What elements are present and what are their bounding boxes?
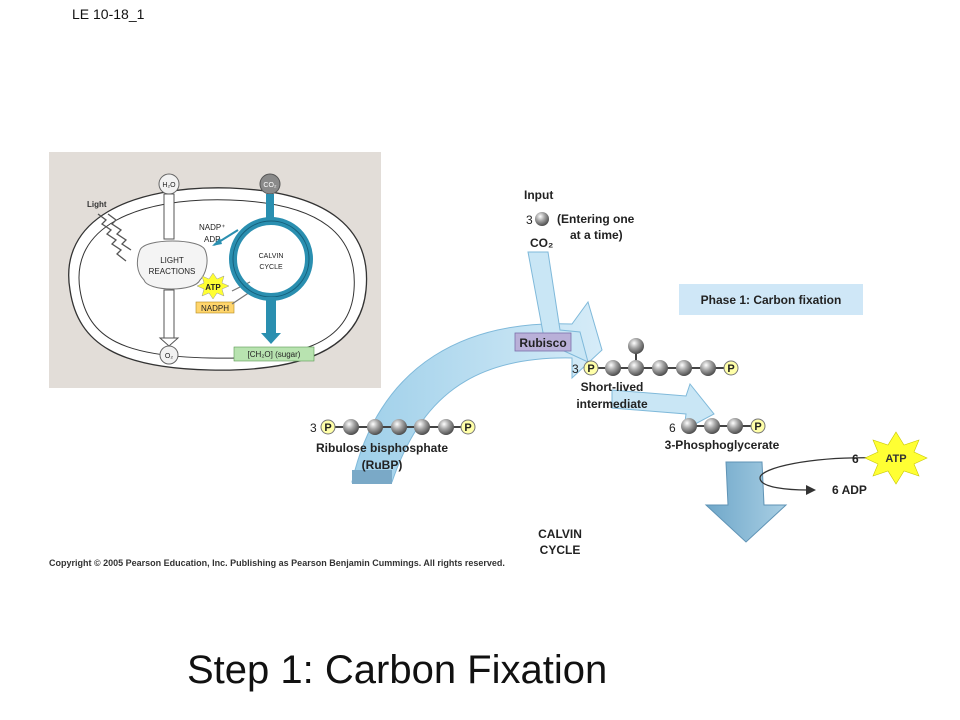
rubp-molecule: P P bbox=[320, 419, 476, 435]
phase-box bbox=[679, 284, 863, 315]
co2-count: 3 bbox=[526, 213, 533, 227]
entering-label-1: (Entering one bbox=[557, 212, 635, 226]
overview-calvin-label-2: CYCLE bbox=[259, 264, 283, 271]
cycle-arrow bbox=[351, 300, 603, 483]
pga-count: 6 bbox=[669, 421, 676, 435]
light-label: Light bbox=[87, 200, 107, 209]
nadp-label: NADP⁺ bbox=[199, 223, 225, 232]
rubp-count: 3 bbox=[310, 421, 317, 435]
slide-id: LE 10-18_1 bbox=[72, 6, 145, 22]
rubisco-box bbox=[514, 332, 572, 352]
light-reactions-label-1: LIGHT bbox=[160, 256, 184, 265]
sugar-label: [CH₂O] (sugar) bbox=[248, 350, 301, 359]
rubp-label-1: Ribulose bisphosphate bbox=[316, 441, 448, 455]
overview-co2-label: CO₂ bbox=[263, 182, 277, 189]
h2o-label: H₂O bbox=[162, 182, 176, 189]
input-label: Input bbox=[524, 188, 553, 202]
intermediate-label-1: Short-lived bbox=[581, 380, 644, 394]
light-reactions-label-2: REACTIONS bbox=[149, 267, 196, 276]
overview-atp-burst bbox=[196, 272, 230, 300]
intermediate-molecule: P P bbox=[583, 338, 739, 376]
entering-label-2: at a time) bbox=[570, 228, 623, 242]
atp-burst bbox=[864, 431, 928, 485]
phosphate-label: P bbox=[587, 363, 594, 375]
phosphate-label: P bbox=[464, 422, 471, 434]
light-reactions-blob bbox=[136, 240, 208, 290]
adp-label: 6 ADP bbox=[832, 483, 867, 497]
sugar-box bbox=[233, 346, 315, 362]
rubp-label-2: (RuBP) bbox=[362, 458, 403, 472]
nadph-box bbox=[195, 301, 235, 314]
atp-label: ATP bbox=[885, 453, 906, 465]
nadph-label: NADPH bbox=[201, 304, 229, 313]
pga-label: 3-Phosphoglycerate bbox=[665, 438, 780, 452]
overview-atp-label: ATP bbox=[205, 283, 221, 292]
reduction-arrow bbox=[704, 461, 788, 543]
intermediate-label-2: intermediate bbox=[576, 397, 648, 411]
atp-to-adp-arrow bbox=[759, 457, 881, 491]
phosphate-label: P bbox=[324, 422, 331, 434]
atp-count: 6 bbox=[852, 452, 859, 466]
copyright-notice: Copyright © 2005 Pearson Education, Inc.… bbox=[49, 558, 505, 568]
co2-molecule bbox=[535, 212, 549, 226]
input-co2-label: CO₂ bbox=[530, 236, 553, 250]
calvin-label-1: CALVIN bbox=[538, 527, 582, 541]
o2-bubble bbox=[159, 345, 179, 365]
rubisco-label: Rubisco bbox=[519, 336, 566, 350]
intermediate-count: 3 bbox=[572, 362, 579, 376]
cycle-arrow-tail bbox=[352, 470, 392, 484]
light-zigzag bbox=[97, 213, 127, 262]
adp-label: ADP bbox=[204, 235, 220, 244]
pga-molecule: P bbox=[681, 418, 766, 434]
overview-inset: Light H₂O O₂ LIGHT REACTIONS NADP⁺ ADP A… bbox=[49, 152, 381, 388]
slide-title: Step 1: Carbon Fixation bbox=[187, 648, 608, 692]
h2o-arrow bbox=[163, 193, 175, 240]
calvin-label-2: CYCLE bbox=[540, 543, 581, 557]
phosphate-label: P bbox=[727, 363, 734, 375]
phosphate-label: P bbox=[754, 421, 761, 433]
o2-arrow bbox=[163, 289, 175, 341]
o2-label: O₂ bbox=[165, 353, 173, 360]
overview-calvin-label-1: CALVIN bbox=[259, 253, 284, 260]
phase-label: Phase 1: Carbon fixation bbox=[701, 293, 842, 307]
